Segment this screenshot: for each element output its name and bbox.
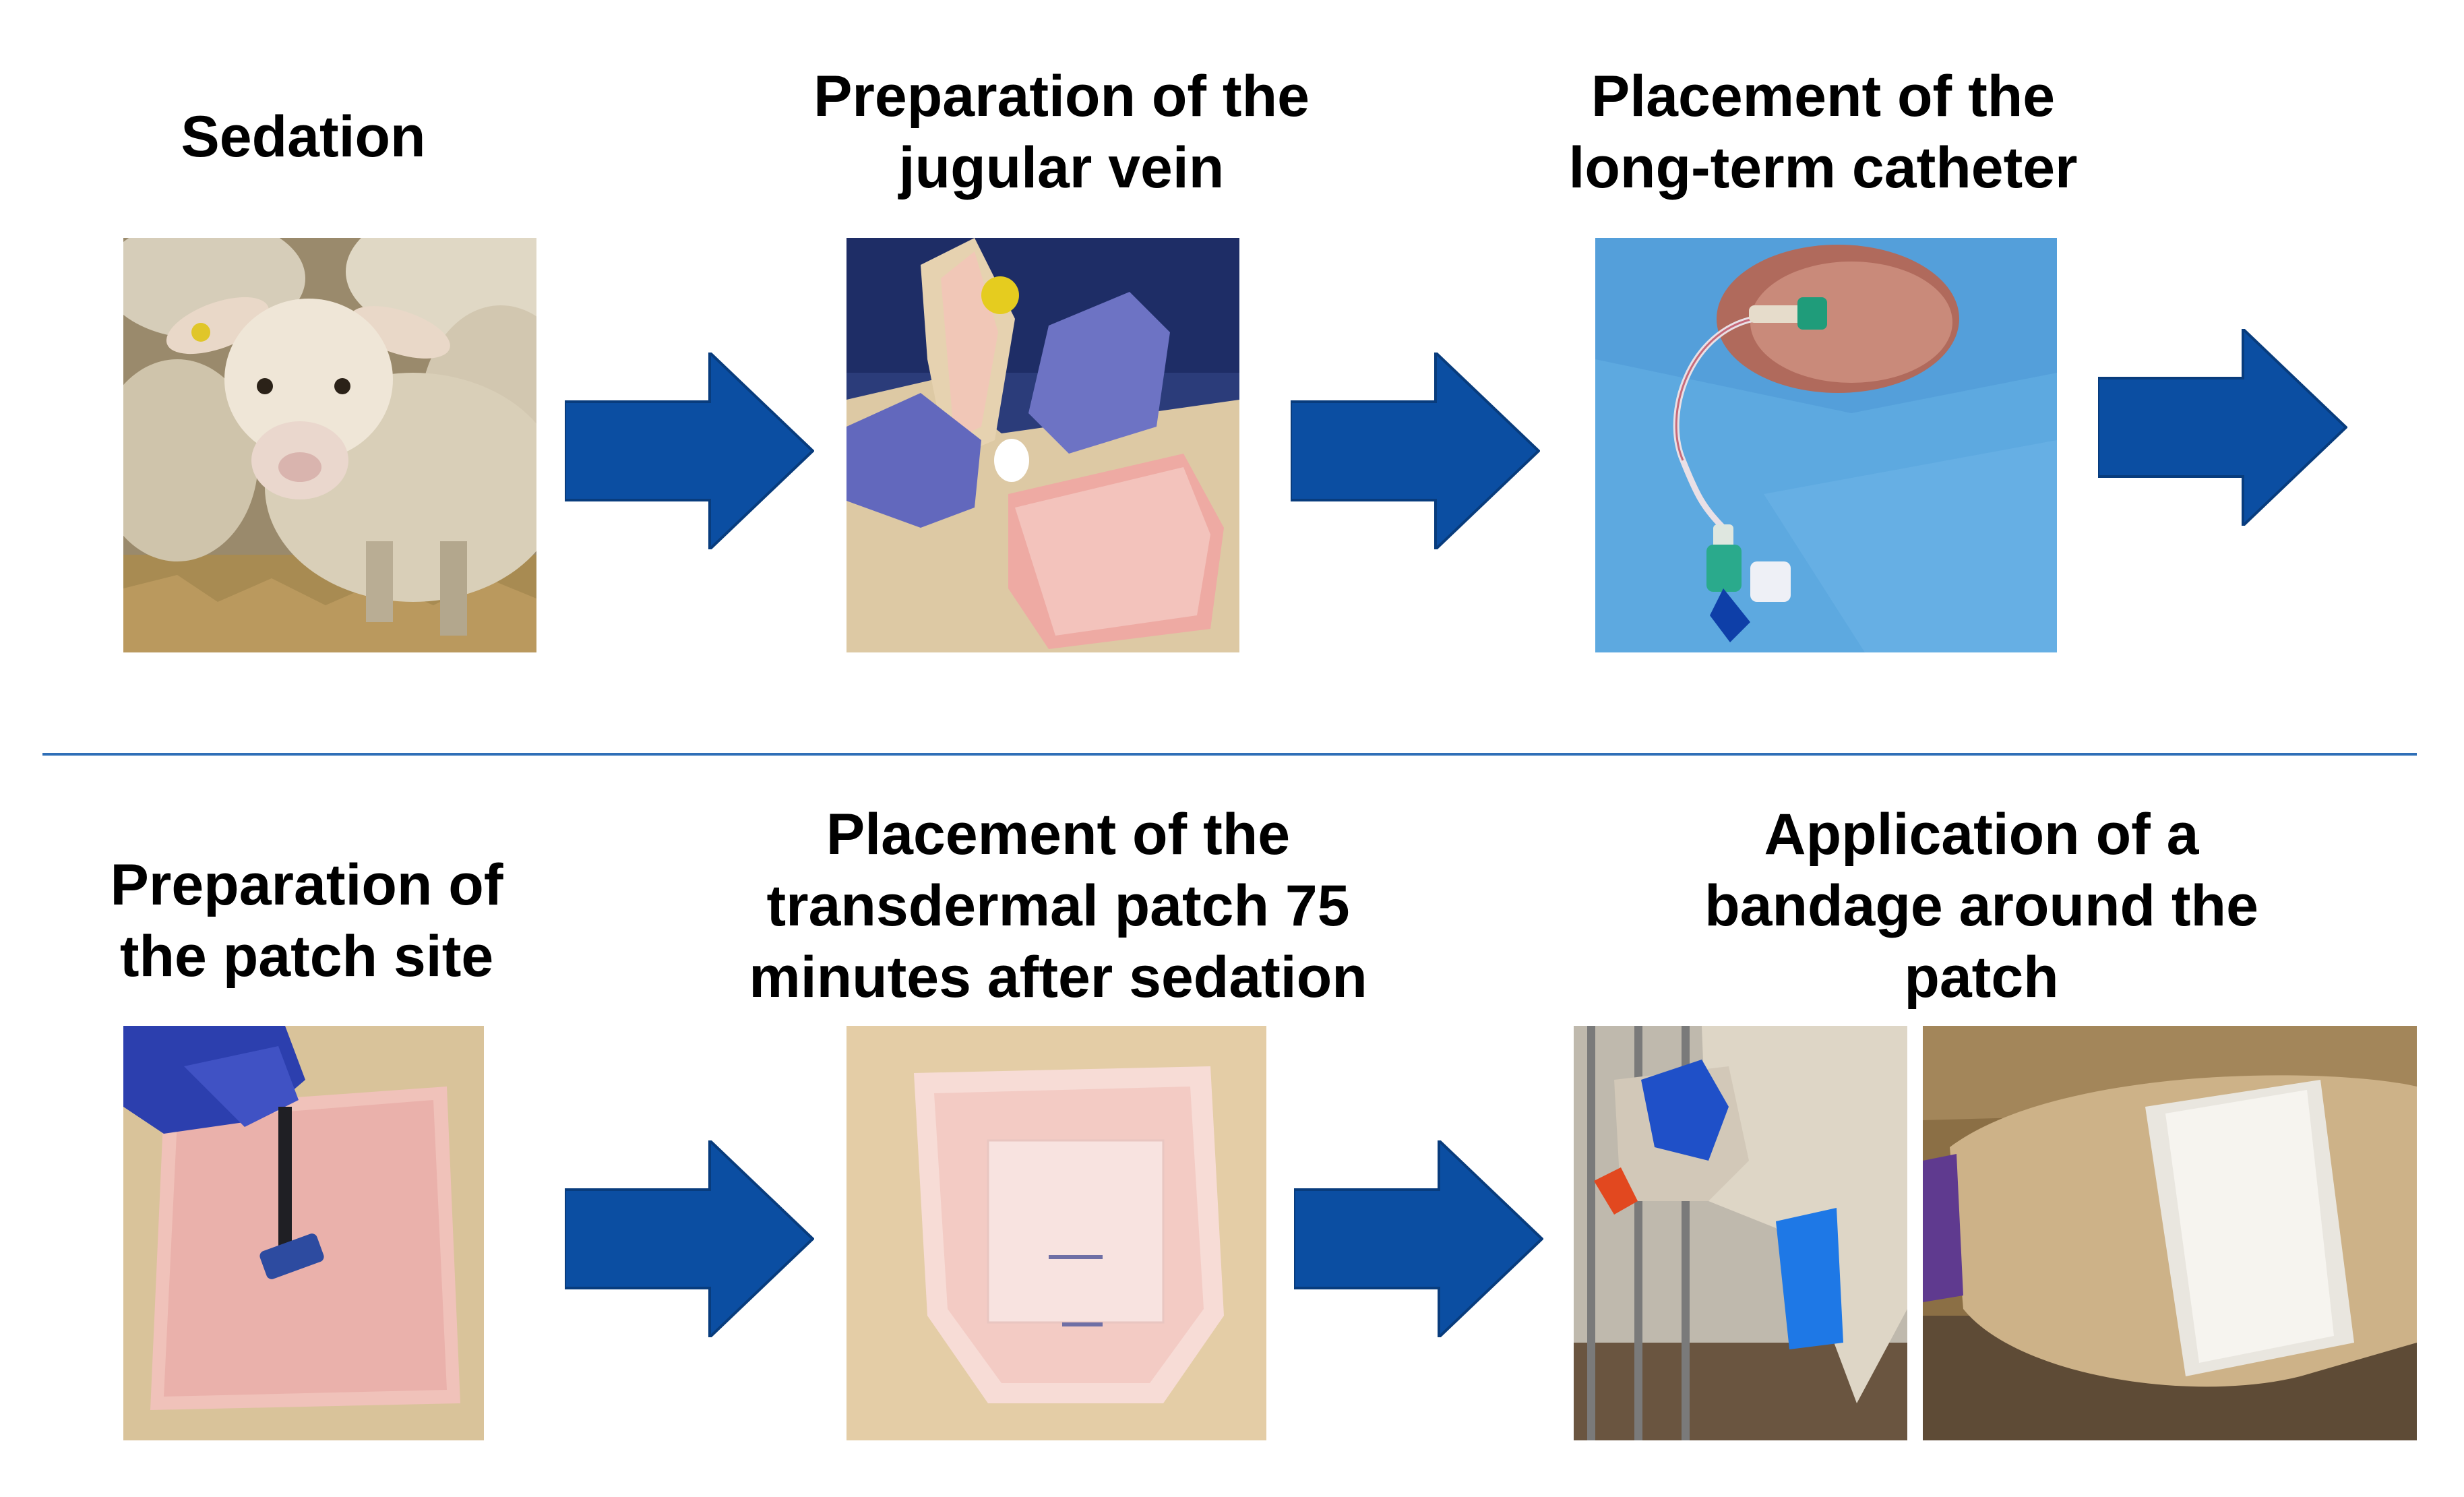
photo-transdermal-patch xyxy=(846,1026,1266,1440)
arrow-right-icon-2 xyxy=(1291,353,1540,549)
photo-sheep-sedation xyxy=(123,238,536,652)
step-title-jugular-vein: Preparation of the jugular vein xyxy=(813,64,1310,200)
step-title-transdermal-patch: Placement of the transdermal patch 75 mi… xyxy=(749,802,1367,1010)
photo-body-bandage xyxy=(1923,1026,2417,1440)
arrow-right-icon-1 xyxy=(565,353,814,549)
step-title-patch-site: Preparation of the patch site xyxy=(110,853,503,989)
photo-catheter-placement xyxy=(1595,238,2057,652)
step-title-catheter: Placement of the long-term catheter xyxy=(1568,64,2078,200)
arrow-right-icon-3 xyxy=(2098,329,2347,526)
photo-patch-site-shaving xyxy=(123,1026,484,1440)
row-divider xyxy=(42,753,2417,756)
step-title-sedation: Sedation xyxy=(181,104,426,169)
photo-jugular-vein-prep xyxy=(846,238,1239,652)
photo-leg-bandage xyxy=(1574,1026,1907,1440)
step-title-bandage: Application of a bandage around the patc… xyxy=(1704,802,2258,1010)
arrow-right-icon-5 xyxy=(1294,1140,1543,1337)
arrow-right-icon-4 xyxy=(565,1140,814,1337)
